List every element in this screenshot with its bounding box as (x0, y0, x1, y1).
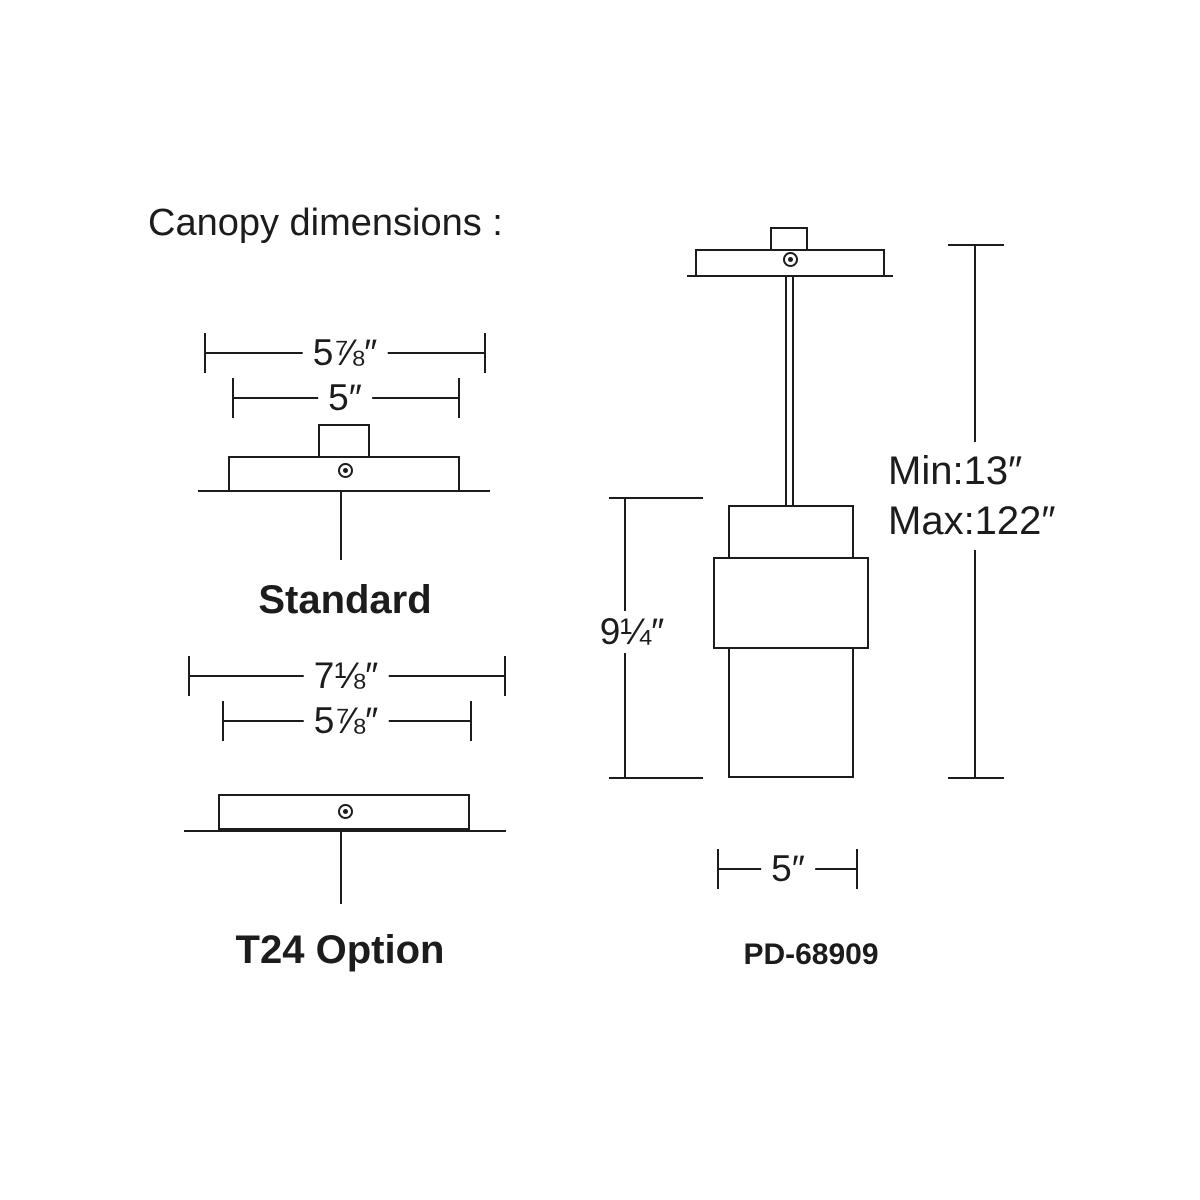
screw-center-dot (343, 468, 348, 473)
suspension-cord (340, 832, 342, 904)
t24-inner-width-label: 5⅞″ (303, 700, 389, 742)
suspension-range-label: Min:13″ Max:122″ (880, 442, 1064, 550)
pendant-height-label: 9¼″ (589, 611, 675, 653)
suspension-min-label: Min:13″ (888, 449, 1023, 493)
screw-center-dot (343, 809, 348, 814)
mounting-screw (338, 804, 353, 819)
standard-label: Standard (258, 578, 432, 622)
pendant-junction-box (770, 227, 808, 251)
shade-top-section (728, 505, 854, 559)
ceiling-line (184, 830, 506, 832)
suspension-max-label: Max:122″ (888, 499, 1056, 543)
standard-outer-width-label: 5⅞″ (302, 332, 388, 374)
pendant-width-label: 5″ (761, 848, 815, 890)
shade-bottom-section (728, 647, 854, 778)
pendant-canopy-flange (687, 275, 893, 277)
ceiling-line (198, 490, 490, 492)
standard-inner-width-label: 5″ (318, 377, 372, 419)
suspension-cord (340, 492, 342, 560)
dimension-tick (948, 244, 1004, 246)
diagram-title: Canopy dimensions : (148, 202, 503, 244)
model-number: PD-68909 (743, 938, 879, 971)
dimension-tick (948, 777, 1004, 779)
pendant-stem (785, 277, 794, 505)
standard-junction-box (318, 424, 370, 458)
shade-middle-band (713, 557, 869, 649)
t24-outer-width-label: 7⅛″ (303, 655, 389, 697)
dimension-tick (609, 777, 703, 779)
mounting-screw (783, 252, 798, 267)
dimension-tick (609, 497, 703, 499)
screw-center-dot (788, 257, 793, 262)
mounting-screw (338, 463, 353, 478)
t24-label: T24 Option (235, 928, 445, 972)
